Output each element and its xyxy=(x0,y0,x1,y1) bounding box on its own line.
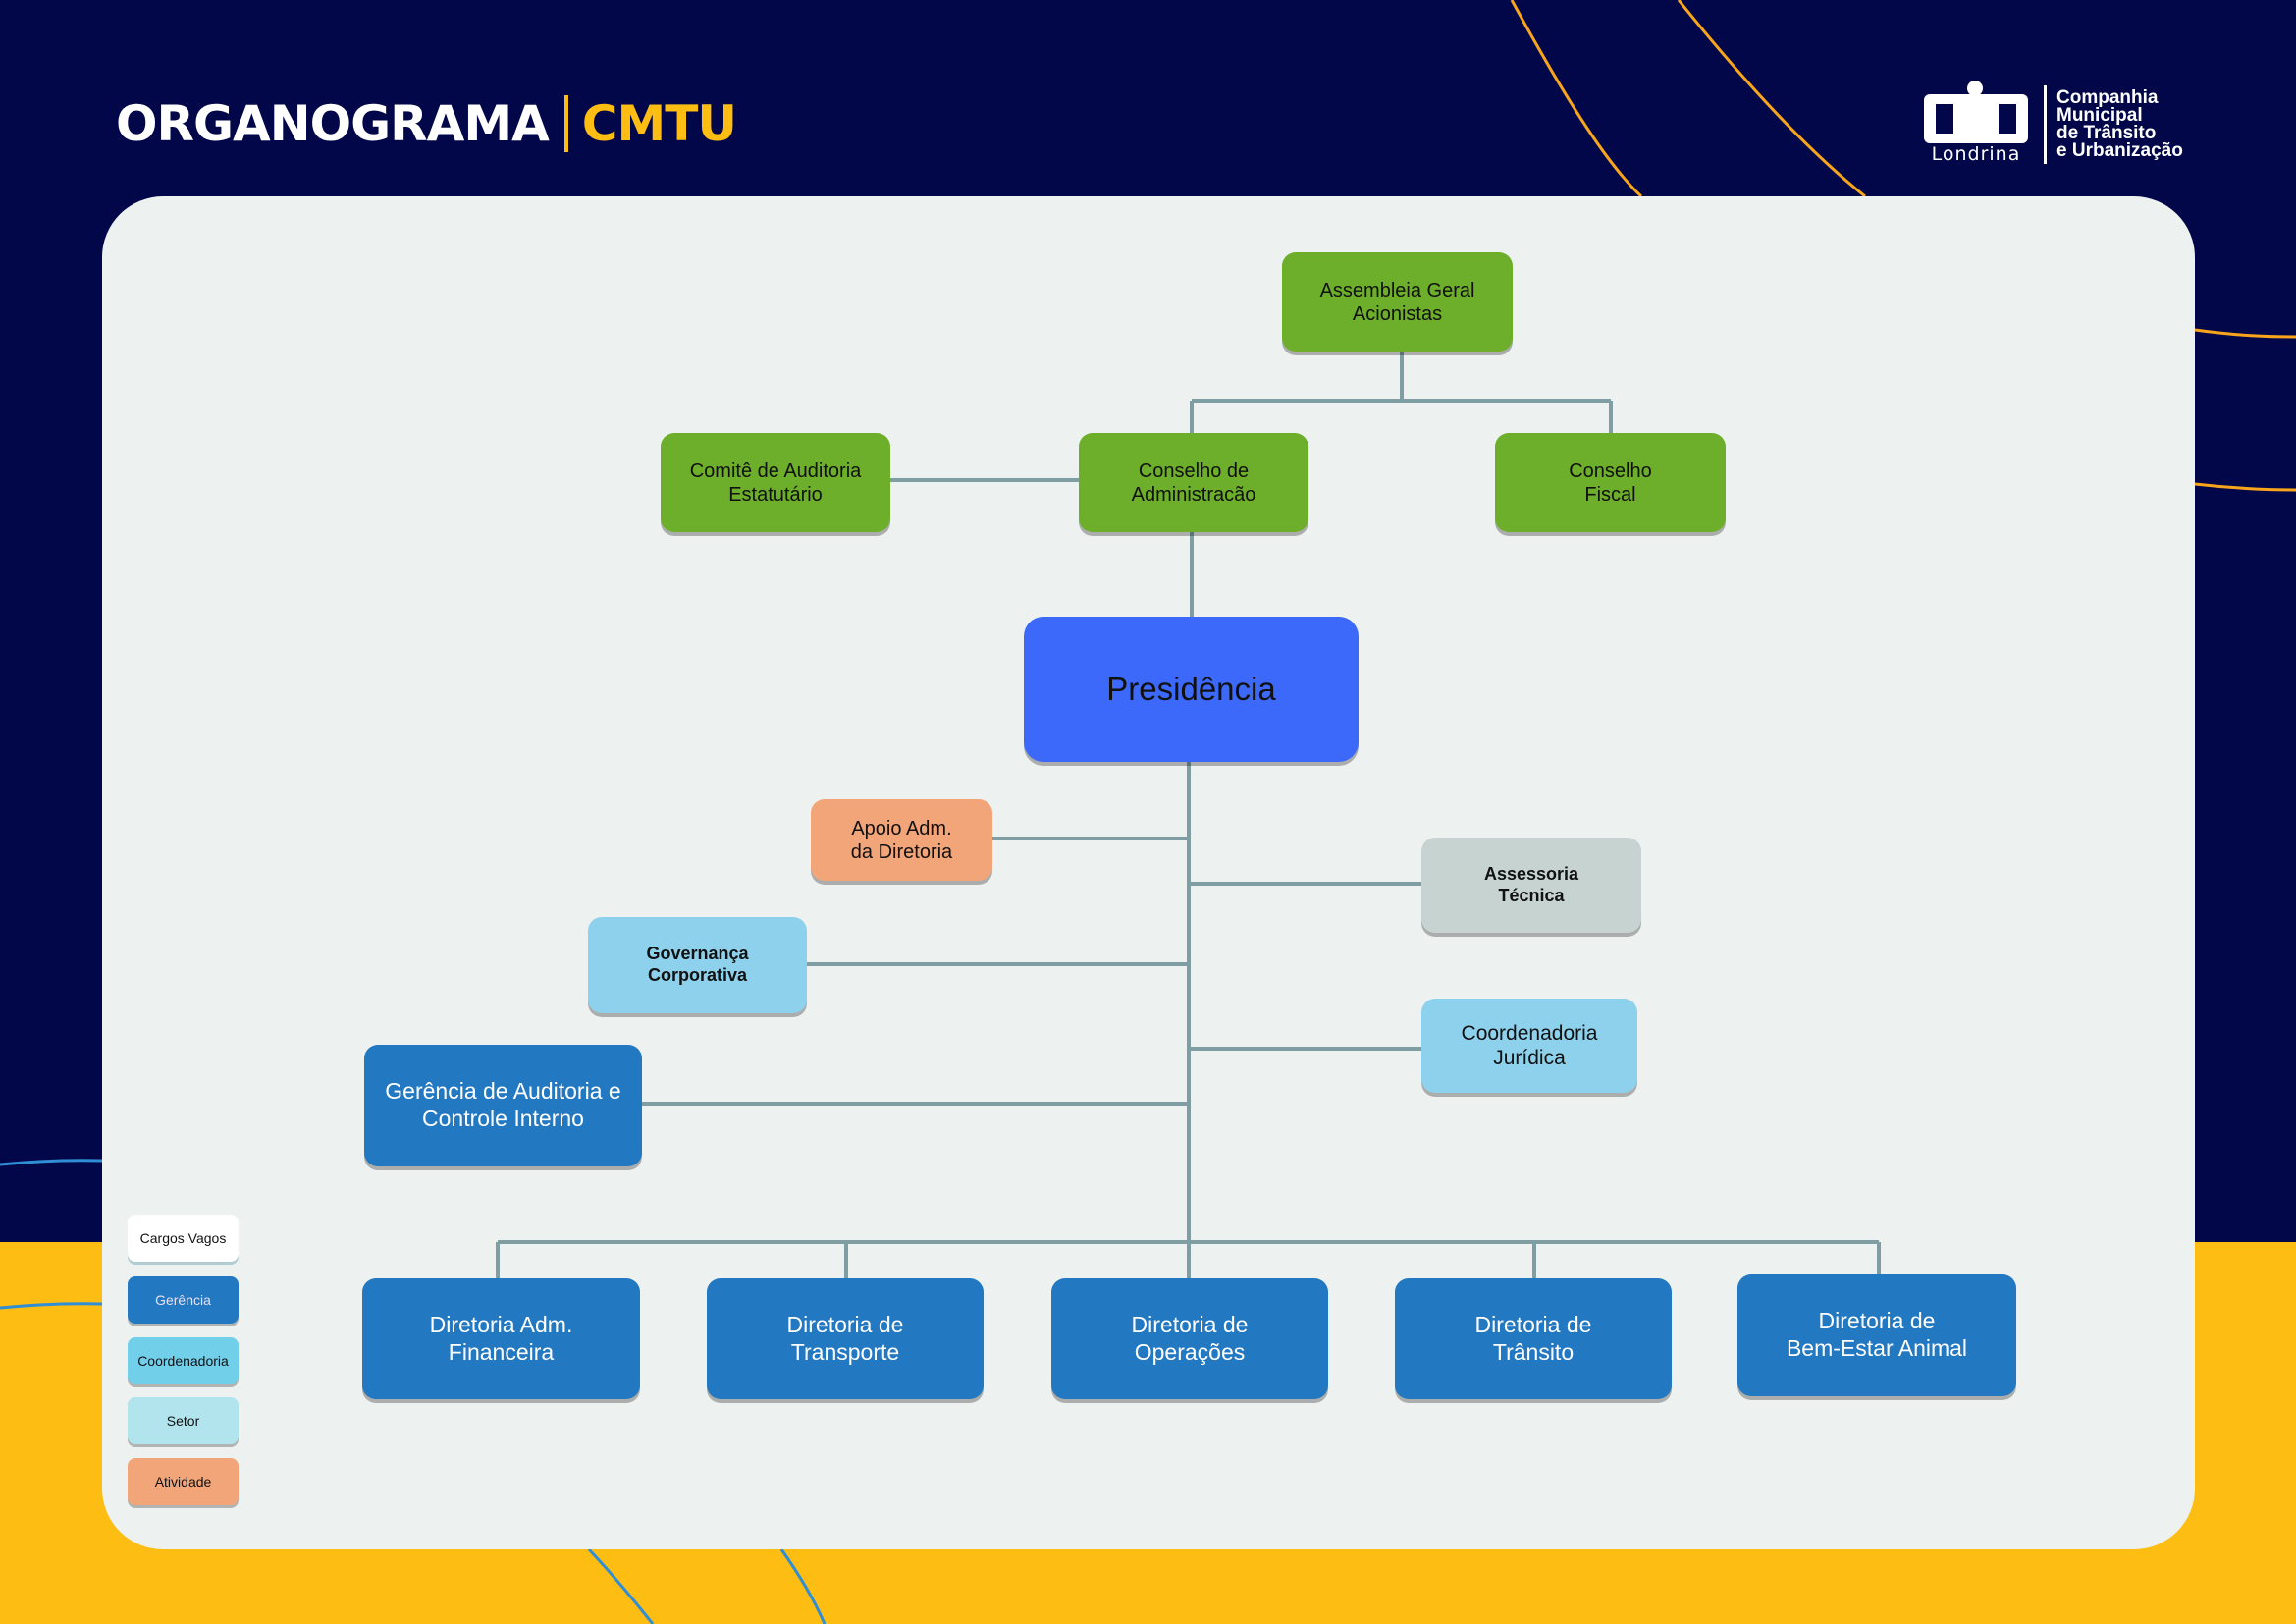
node-diretoria-transporte[interactable]: Diretoria de Transporte xyxy=(707,1278,984,1399)
node-conselho-fiscal[interactable]: Conselho Fiscal xyxy=(1495,433,1726,532)
deco-curve-right-1 xyxy=(2194,328,2296,339)
deco-curve-bottom-1 xyxy=(587,1547,655,1624)
legend-coordenadoria: Coordenadoria xyxy=(128,1337,239,1384)
title-divider xyxy=(563,95,568,152)
node-gerencia-auditoria-controle[interactable]: Gerência de Auditoria e Controle Interno xyxy=(364,1045,642,1166)
node-assembleia-geral[interactable]: Assembleia Geral Acionistas xyxy=(1282,252,1513,352)
title-accent: CMTU xyxy=(581,95,737,152)
deco-curve-right-2 xyxy=(2194,482,2296,492)
legend-cargos-vagos: Cargos Vagos xyxy=(128,1215,239,1262)
deco-curve-top-2 xyxy=(1677,0,1866,198)
deco-curve-bottom-2 xyxy=(779,1548,827,1624)
cmtu-logo: Londrina Companhia Municipal de Trânsito… xyxy=(1920,81,2183,169)
page-title: ORGANOGRAMA CMTU xyxy=(116,94,737,153)
cmtu-logo-mark-icon: Londrina xyxy=(1920,81,2032,169)
node-apoio-adm-diretoria[interactable]: Apoio Adm. da Diretoria xyxy=(811,799,992,881)
deco-curve-left-1 xyxy=(0,1159,103,1166)
node-comite-auditoria[interactable]: Comitê de Auditoria Estatutário xyxy=(661,433,890,532)
deco-curve-top-1 xyxy=(1510,0,1643,198)
legend-atividade: Atividade xyxy=(128,1458,239,1505)
node-presidencia[interactable]: Presidência xyxy=(1024,617,1359,762)
logo-company-name: Companhia Municipal de Trânsito e Urbani… xyxy=(2056,87,2183,161)
node-governanca-corporativa[interactable]: Governança Corporativa xyxy=(588,917,807,1013)
logo-divider xyxy=(2044,85,2047,164)
logo-city: Londrina xyxy=(1931,143,2021,165)
node-assessoria-tecnica[interactable]: Assessoria Técnica xyxy=(1421,838,1641,933)
node-diretoria-bem-estar-animal[interactable]: Diretoria de Bem-Estar Animal xyxy=(1737,1274,2016,1396)
title-main: ORGANOGRAMA xyxy=(116,95,550,152)
node-diretoria-operacoes[interactable]: Diretoria de Operações xyxy=(1051,1278,1328,1399)
deco-curve-left-2 xyxy=(0,1302,103,1310)
legend-setor: Setor xyxy=(128,1397,239,1444)
node-diretoria-adm-financeira[interactable]: Diretoria Adm. Financeira xyxy=(362,1278,640,1399)
node-diretoria-transito[interactable]: Diretoria de Trânsito xyxy=(1395,1278,1672,1399)
node-coordenadoria-juridica[interactable]: Coordenadoria Jurídica xyxy=(1421,999,1637,1093)
node-conselho-administracao[interactable]: Conselho de Administracão xyxy=(1079,433,1308,532)
legend-gerencia: Gerência xyxy=(128,1276,239,1324)
